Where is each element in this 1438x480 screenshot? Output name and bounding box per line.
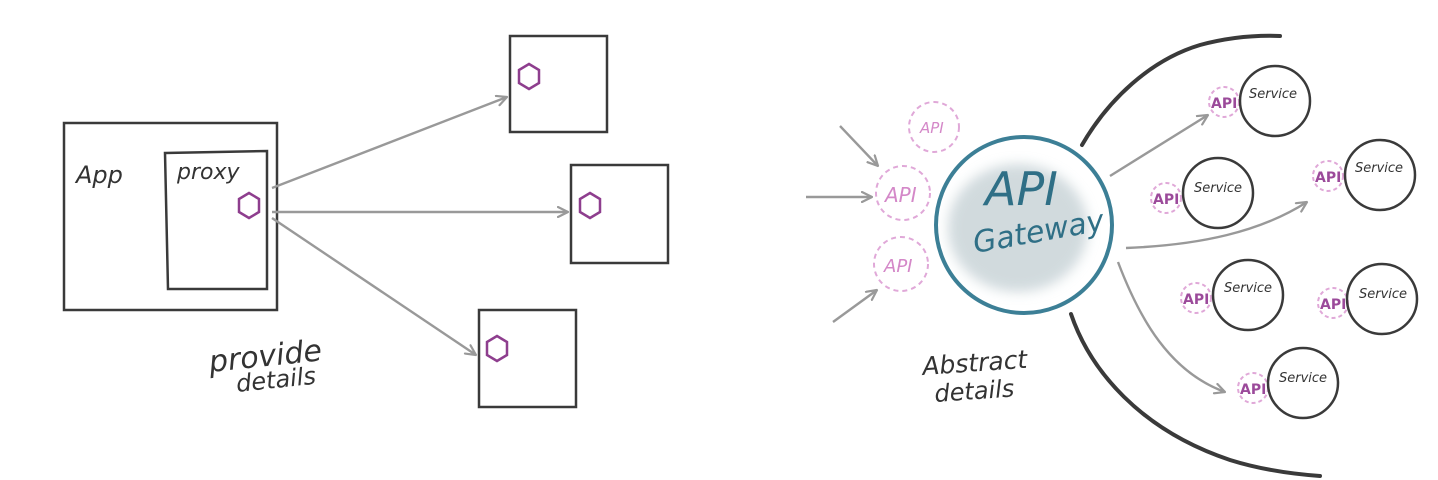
- service-circle: [1266, 346, 1340, 420]
- incoming-api-bubble: API: [873, 236, 929, 292]
- incoming-arrow-bottom: [832, 290, 877, 323]
- service-api-label: API: [1320, 297, 1346, 313]
- service-circle: [1345, 262, 1419, 336]
- outgoing-arrow-2: [1125, 202, 1307, 250]
- service-box-top: [508, 34, 609, 134]
- service-box-middle: [569, 163, 670, 265]
- gateway-circle: [934, 135, 1114, 315]
- incoming-api-bubble: API: [908, 101, 960, 153]
- service-api-label: API: [1315, 170, 1341, 186]
- incoming-api-label: API: [883, 256, 912, 277]
- api-gateway: API Gateway: [934, 135, 1114, 315]
- hexagon-icon: [578, 191, 602, 220]
- service-api-label: API: [1183, 292, 1209, 308]
- hexagon-icon: [237, 191, 261, 220]
- service-box-bottom: [477, 308, 578, 409]
- app-label: App: [74, 161, 123, 189]
- proxy-label: proxy: [176, 160, 240, 185]
- boundary-arc-bottom: [1069, 312, 1322, 478]
- arrow-to-bottom-box: [271, 217, 476, 355]
- gateway-title-line1: API: [982, 162, 1058, 216]
- service-label: Service: [1194, 181, 1242, 196]
- service-label: Service: [1224, 281, 1272, 296]
- service-api-label: API: [1240, 382, 1266, 398]
- hexagon-icon: [517, 62, 541, 91]
- outgoing-arrow-1: [1109, 115, 1208, 178]
- incoming-api-label: API: [883, 183, 917, 207]
- incoming-arrow-top: [839, 125, 878, 166]
- proxy-diagram: App proxy provide details: [62, 34, 670, 409]
- service-label: Service: [1279, 371, 1327, 386]
- incoming-api-label: API: [919, 119, 944, 137]
- gateway-blotch: [948, 164, 1088, 292]
- service-circle: [1181, 156, 1255, 230]
- service-circle: [1211, 258, 1285, 332]
- api-gateway-diagram: API API API API Gateway API Servi: [806, 33, 1419, 478]
- service-label: Service: [1359, 287, 1407, 302]
- service-api-label: API: [1211, 96, 1237, 112]
- incoming-api-bubble: API: [875, 165, 931, 221]
- app-box: [62, 121, 279, 312]
- arrow-to-top-box: [271, 97, 507, 190]
- service-api-label: API: [1153, 192, 1179, 208]
- service-circle: [1238, 64, 1312, 138]
- hexagon-icon: [485, 334, 509, 363]
- service-label: Service: [1249, 87, 1297, 102]
- abstract-caption-line2: details: [933, 374, 1015, 408]
- service-circle: [1343, 138, 1417, 212]
- service-node: API Service: [1150, 156, 1255, 230]
- service-label: Service: [1355, 161, 1403, 176]
- boundary-arc-top: [1080, 33, 1282, 147]
- service-node: API Service: [1317, 262, 1419, 336]
- outgoing-arrow-3: [1116, 261, 1225, 392]
- service-node: API Service: [1208, 64, 1312, 138]
- service-node: API Service: [1180, 258, 1285, 332]
- service-node: API Service: [1237, 346, 1340, 420]
- proxy-box: [163, 149, 269, 291]
- service-node: API Service: [1312, 138, 1417, 212]
